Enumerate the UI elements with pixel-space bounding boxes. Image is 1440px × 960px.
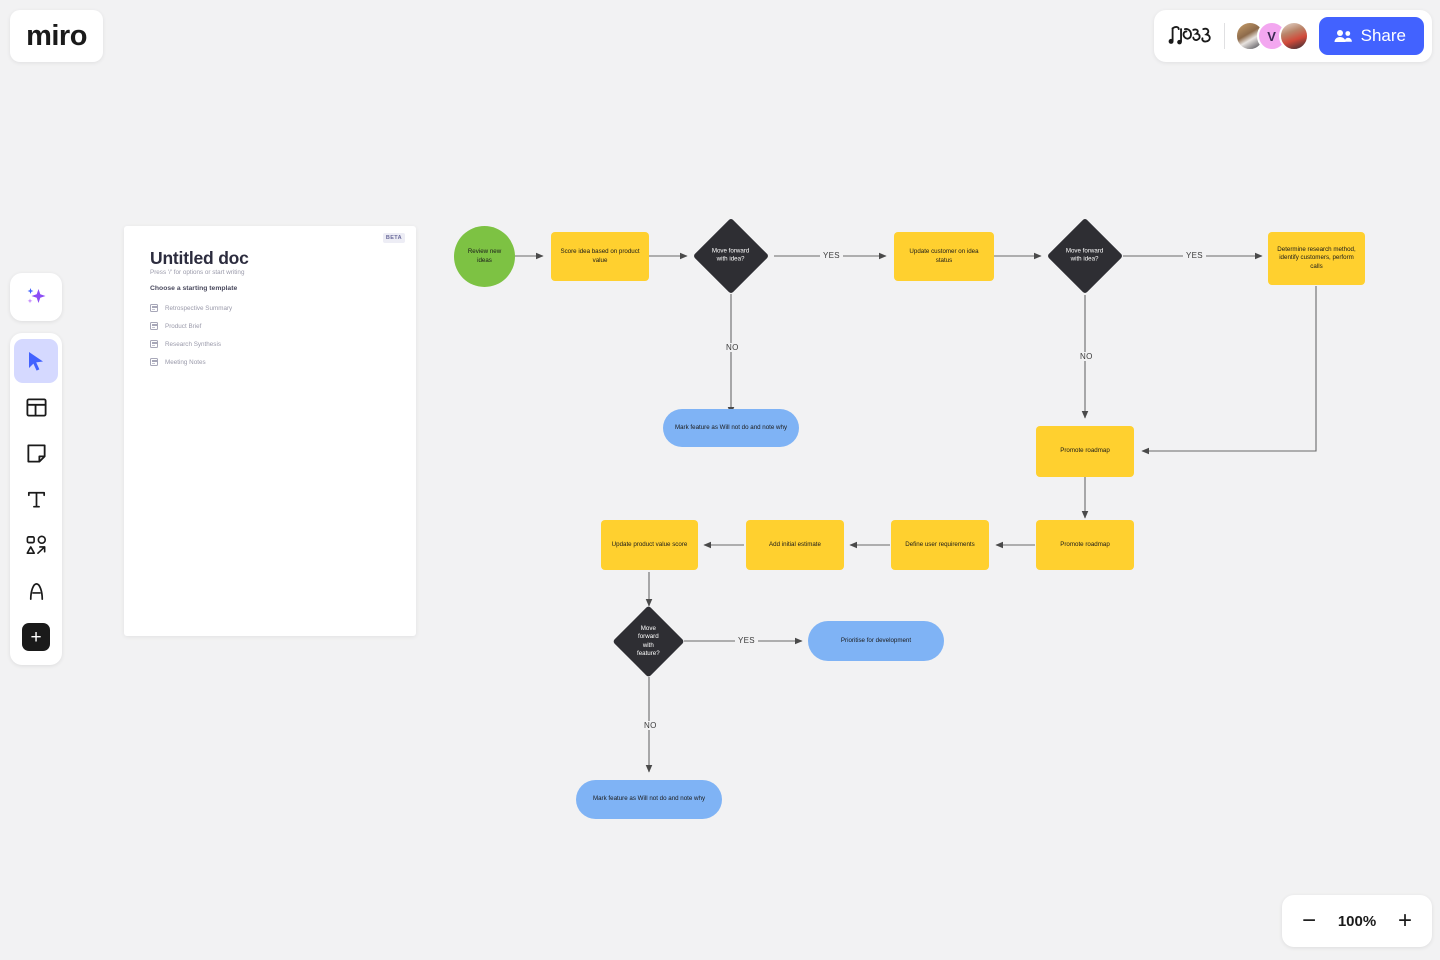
shapes-icon (25, 534, 46, 554)
document-icon (150, 340, 158, 348)
avatar[interactable] (1278, 21, 1309, 51)
pen-tool[interactable] (14, 569, 58, 613)
template-label: Meeting Notes (165, 358, 206, 366)
share-label: Share (1360, 26, 1406, 45)
sticky-note-icon (26, 443, 46, 463)
edge-label-yes-1: YES (820, 251, 843, 260)
zoom-control: − 100% + (1282, 895, 1432, 947)
doodle-scribble-icon[interactable] (1168, 21, 1214, 51)
node-determine-research-method[interactable]: Determine research method, identify cust… (1268, 232, 1365, 285)
edge-label-no-1: NO (723, 343, 742, 352)
shapes-tool[interactable] (14, 523, 58, 567)
edge-label-yes-2: YES (1183, 251, 1206, 260)
templates-tool[interactable] (14, 385, 58, 429)
template-section-label: Choose a starting template (150, 285, 238, 292)
sticky-note-tool[interactable] (14, 431, 58, 475)
template-item-research-synthesis[interactable]: Research Synthesis (150, 335, 380, 353)
node-define-user-requirements[interactable]: Define user requirements (891, 520, 989, 570)
template-item-product-brief[interactable]: Product Brief (150, 317, 380, 335)
zoom-level-value: 100% (1337, 912, 1377, 930)
pen-icon (29, 582, 43, 600)
edge-label-no-2: NO (1077, 352, 1096, 361)
collaboration-bar: V Share (1153, 10, 1432, 62)
document-icon (150, 358, 158, 366)
more-apps-tool[interactable]: + (14, 615, 58, 659)
node-prioritise-for-development[interactable]: Prioritise for development (808, 621, 944, 661)
document-placeholder-hint: Press '/' for options or start writing (150, 269, 245, 276)
template-item-retrospective-summary[interactable]: Retrospective Summary (150, 299, 380, 317)
node-mark-will-not-do-2[interactable]: Mark feature as Will not do and note why (576, 780, 722, 819)
ai-sparkle-tool[interactable] (14, 275, 58, 319)
node-promote-roadmap-1[interactable]: Promote roadmap (1036, 426, 1134, 477)
node-add-initial-estimate[interactable]: Add initial estimate (746, 520, 844, 570)
edge-label-no-3: NO (641, 721, 660, 730)
node-update-product-value-score[interactable]: Update product value score (601, 520, 698, 570)
node-review-new-ideas[interactable]: Review new ideas (454, 226, 515, 287)
template-item-meeting-notes[interactable]: Meeting Notes (150, 353, 380, 371)
main-toolbar: + (10, 333, 62, 665)
cursor-icon (29, 352, 43, 371)
people-icon (1334, 30, 1352, 42)
node-update-customer[interactable]: Update customer on idea status (894, 232, 994, 281)
select-tool[interactable] (14, 339, 58, 383)
template-label: Research Synthesis (165, 340, 221, 348)
template-label: Product Brief (165, 322, 202, 330)
node-score-idea[interactable]: Score idea based on product value (551, 232, 649, 281)
text-t-icon (27, 491, 45, 508)
document-icon (150, 304, 158, 312)
beta-badge: BETA (382, 233, 405, 243)
plus-icon: + (22, 623, 50, 651)
edge-label-yes-3: YES (735, 636, 758, 645)
document-icon (150, 322, 158, 330)
miro-logo[interactable]: miro (10, 10, 103, 62)
miro-logo-text: miro (26, 19, 87, 52)
template-label: Retrospective Summary (165, 304, 233, 312)
topbar-divider (1223, 23, 1225, 49)
template-list: Retrospective Summary Product Brief Rese… (150, 299, 380, 371)
document-title[interactable]: Untitled doc (150, 248, 249, 268)
document-panel[interactable]: BETA Untitled doc Press '/' for options … (124, 226, 416, 636)
node-mark-will-not-do-1[interactable]: Mark feature as Will not do and note why (663, 409, 799, 447)
zoom-in-button[interactable]: + (1397, 907, 1412, 934)
zoom-out-button[interactable]: − (1302, 907, 1317, 934)
text-tool[interactable] (14, 477, 58, 521)
ai-toolbar (10, 273, 62, 321)
node-promote-roadmap-2[interactable]: Promote roadmap (1036, 520, 1134, 570)
share-button[interactable]: Share (1318, 17, 1424, 55)
template-grid-icon (25, 397, 47, 417)
sparkle-icon (27, 288, 46, 304)
avatar-group: V (1234, 21, 1309, 51)
